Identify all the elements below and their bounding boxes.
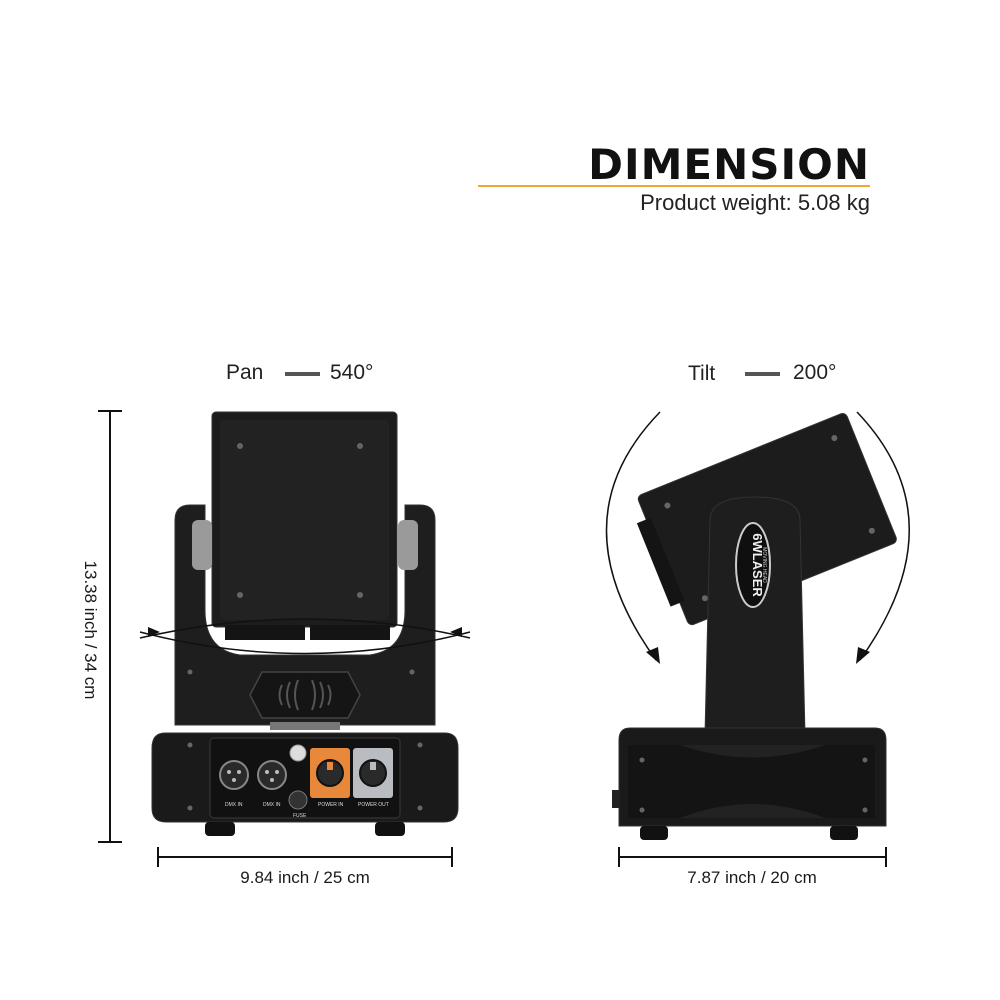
tilt-dash — [745, 372, 780, 376]
brand-badge-text: 6WLASER — [750, 533, 765, 597]
tilt-label: Tilt — [688, 362, 716, 385]
title-underline — [478, 185, 870, 187]
pan-value: 540° — [330, 361, 374, 384]
product-weight: Product weight: 5.08 kg — [640, 190, 870, 215]
height-dimension-line — [98, 410, 122, 843]
tilt-rotation-indicator — [605, 411, 910, 664]
connector-label-power-out: POWER OUT — [358, 802, 389, 808]
pan-dash — [285, 372, 320, 376]
connector-label-dmx-out: DMX IN — [263, 802, 281, 808]
side-view-fixture: 6WLASER MOVING HEAD — [612, 413, 897, 840]
side-width-dimension-line — [618, 847, 887, 867]
pan-rotation-indicator — [139, 618, 471, 655]
tilt-value: 200° — [793, 361, 837, 384]
brand-badge-subtext: MOVING HEAD — [761, 547, 767, 583]
connector-label-dmx-in: DMX IN — [225, 802, 243, 808]
height-dimension-label: 13.38 inch / 34 cm — [81, 560, 100, 700]
side-width-label: 7.87 inch / 20 cm — [687, 868, 817, 887]
page-title: DIMENSION — [588, 140, 870, 189]
connector-label-power-in: POWER IN — [318, 802, 344, 808]
connector-label-fuse: FUSE — [293, 813, 307, 819]
pan-label: Pan — [226, 361, 264, 384]
front-width-dimension-line — [157, 847, 453, 867]
front-width-label: 9.84 inch / 25 cm — [240, 868, 370, 887]
front-view-fixture: DMX IN DMX IN POWER IN POWER OUT FUSE — [151, 411, 459, 836]
